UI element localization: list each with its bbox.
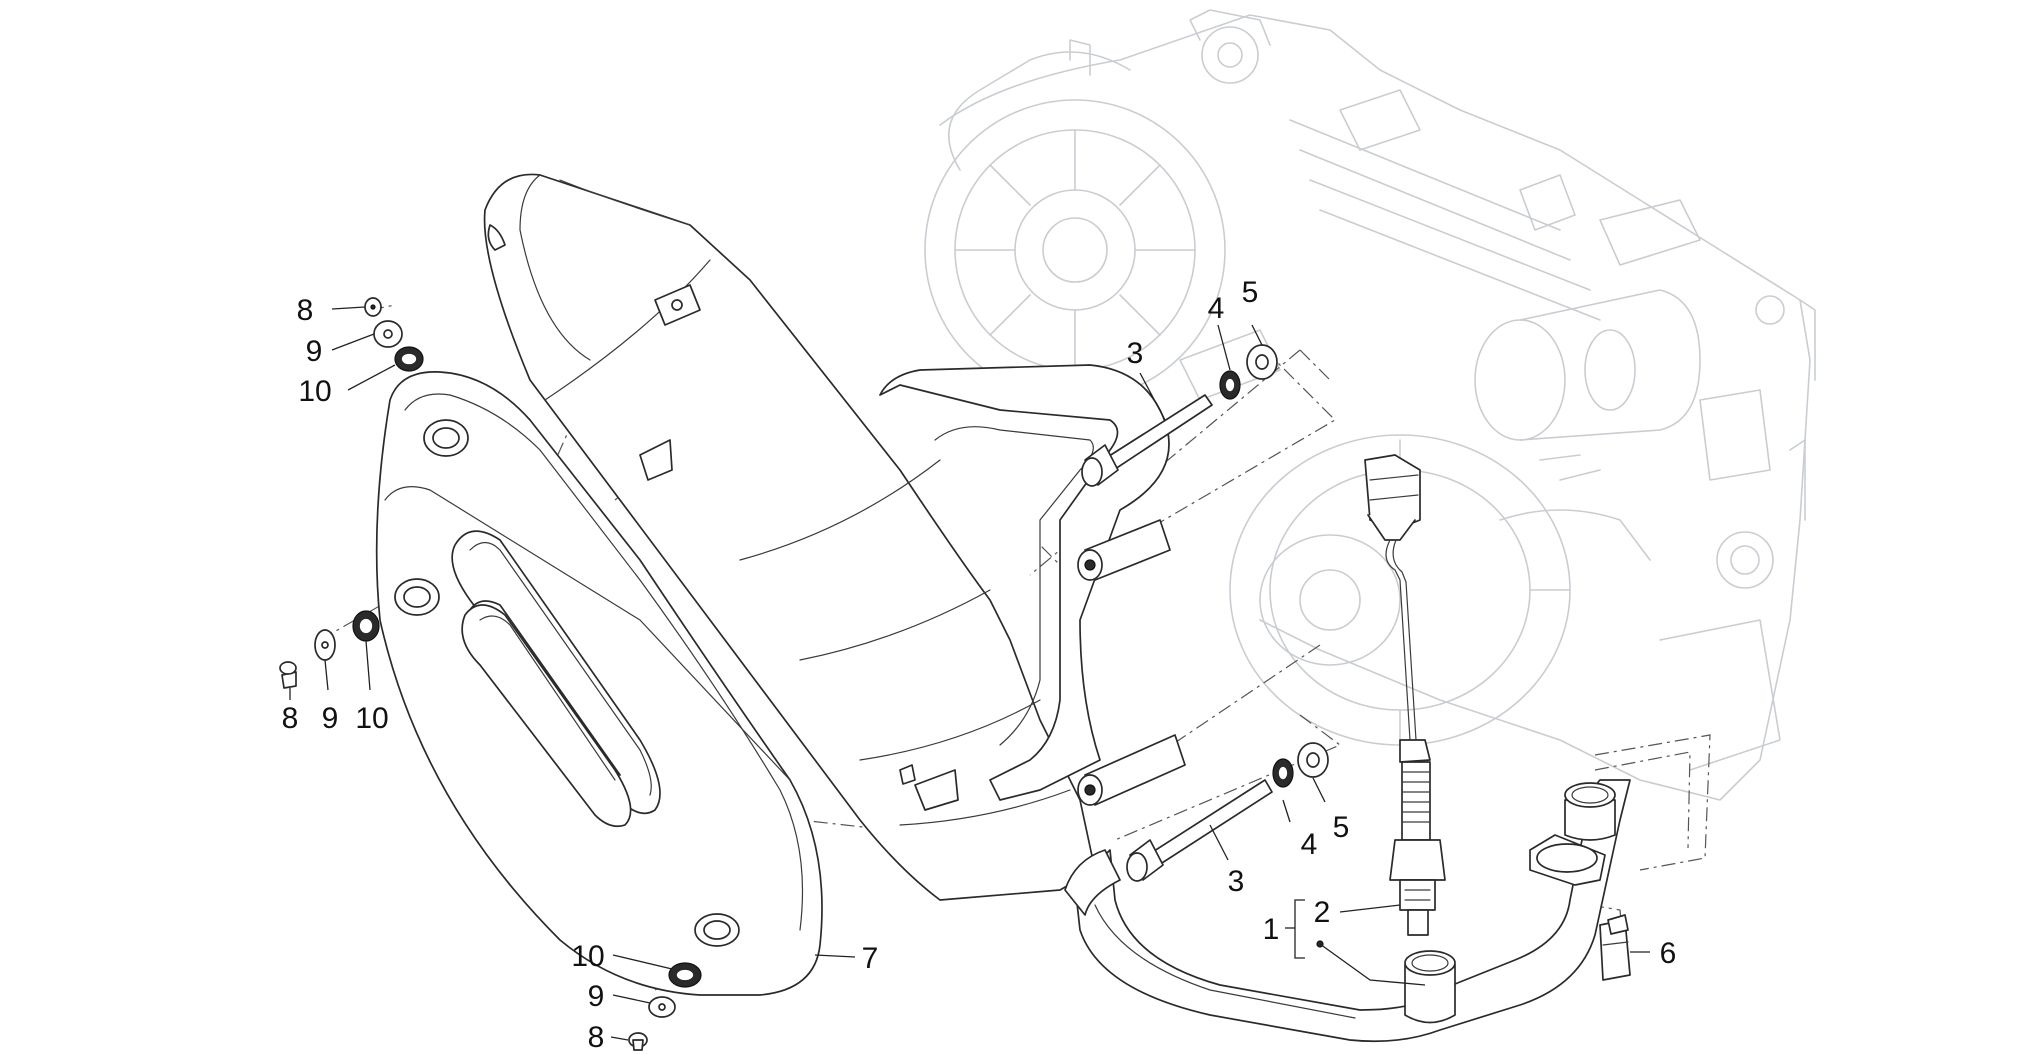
callout-10-middle: 10 [355, 702, 388, 735]
gasket-clip [1599, 914, 1631, 981]
shield-screw-bottom [628, 1032, 648, 1051]
shield-grommet-middle [352, 610, 380, 642]
callout-4-lower: 4 [1301, 828, 1318, 861]
callout-5-upper: 5 [1242, 276, 1259, 309]
callout-10-top: 10 [298, 375, 331, 408]
callout-9-bottom: 9 [588, 980, 605, 1013]
exhaust-header-pipe [1064, 779, 1631, 1043]
callout-8-top: 8 [297, 294, 314, 327]
muffler-bolt-upper [1081, 394, 1213, 487]
callout-7: 7 [862, 942, 879, 975]
muffler-body [483, 173, 1096, 901]
washer-lower [1297, 742, 1329, 778]
callout-9-top: 9 [306, 335, 323, 368]
spacer-washer-lower [1272, 758, 1294, 788]
callout-3-upper: 3 [1127, 337, 1144, 370]
callout-labels: 8 9 10 8 9 10 10 9 8 7 3 4 5 3 4 5 1 2 6 [282, 276, 1677, 1054]
washer-upper [1246, 344, 1278, 380]
shield-screw-middle [279, 661, 297, 689]
callout-8-middle: 8 [282, 702, 299, 735]
leader-lines [289, 306, 1650, 1041]
callout-2: 2 [1314, 896, 1331, 929]
callout-3-lower: 3 [1228, 865, 1245, 898]
shield-grommet-bottom [668, 962, 702, 988]
callout-10-bottom: 10 [571, 940, 604, 973]
shield-screw-top [364, 297, 382, 317]
shield-grommet-top [394, 346, 424, 372]
callout-9-middle: 9 [322, 702, 339, 735]
shield-washer-top [373, 320, 403, 348]
lambda-sensor [1364, 454, 1446, 936]
spacer-washer-upper [1219, 370, 1241, 400]
shield-washer-bottom [648, 996, 676, 1018]
callout-4-upper: 4 [1208, 292, 1225, 325]
muffler-bolt-lower [1126, 779, 1273, 882]
callout-6: 6 [1660, 937, 1677, 970]
shield-washer-middle [314, 629, 336, 661]
callout-5-lower: 5 [1333, 811, 1350, 844]
heat-shield [375, 371, 823, 996]
callout-1: 1 [1263, 913, 1280, 946]
callout-8-bottom: 8 [588, 1021, 605, 1054]
